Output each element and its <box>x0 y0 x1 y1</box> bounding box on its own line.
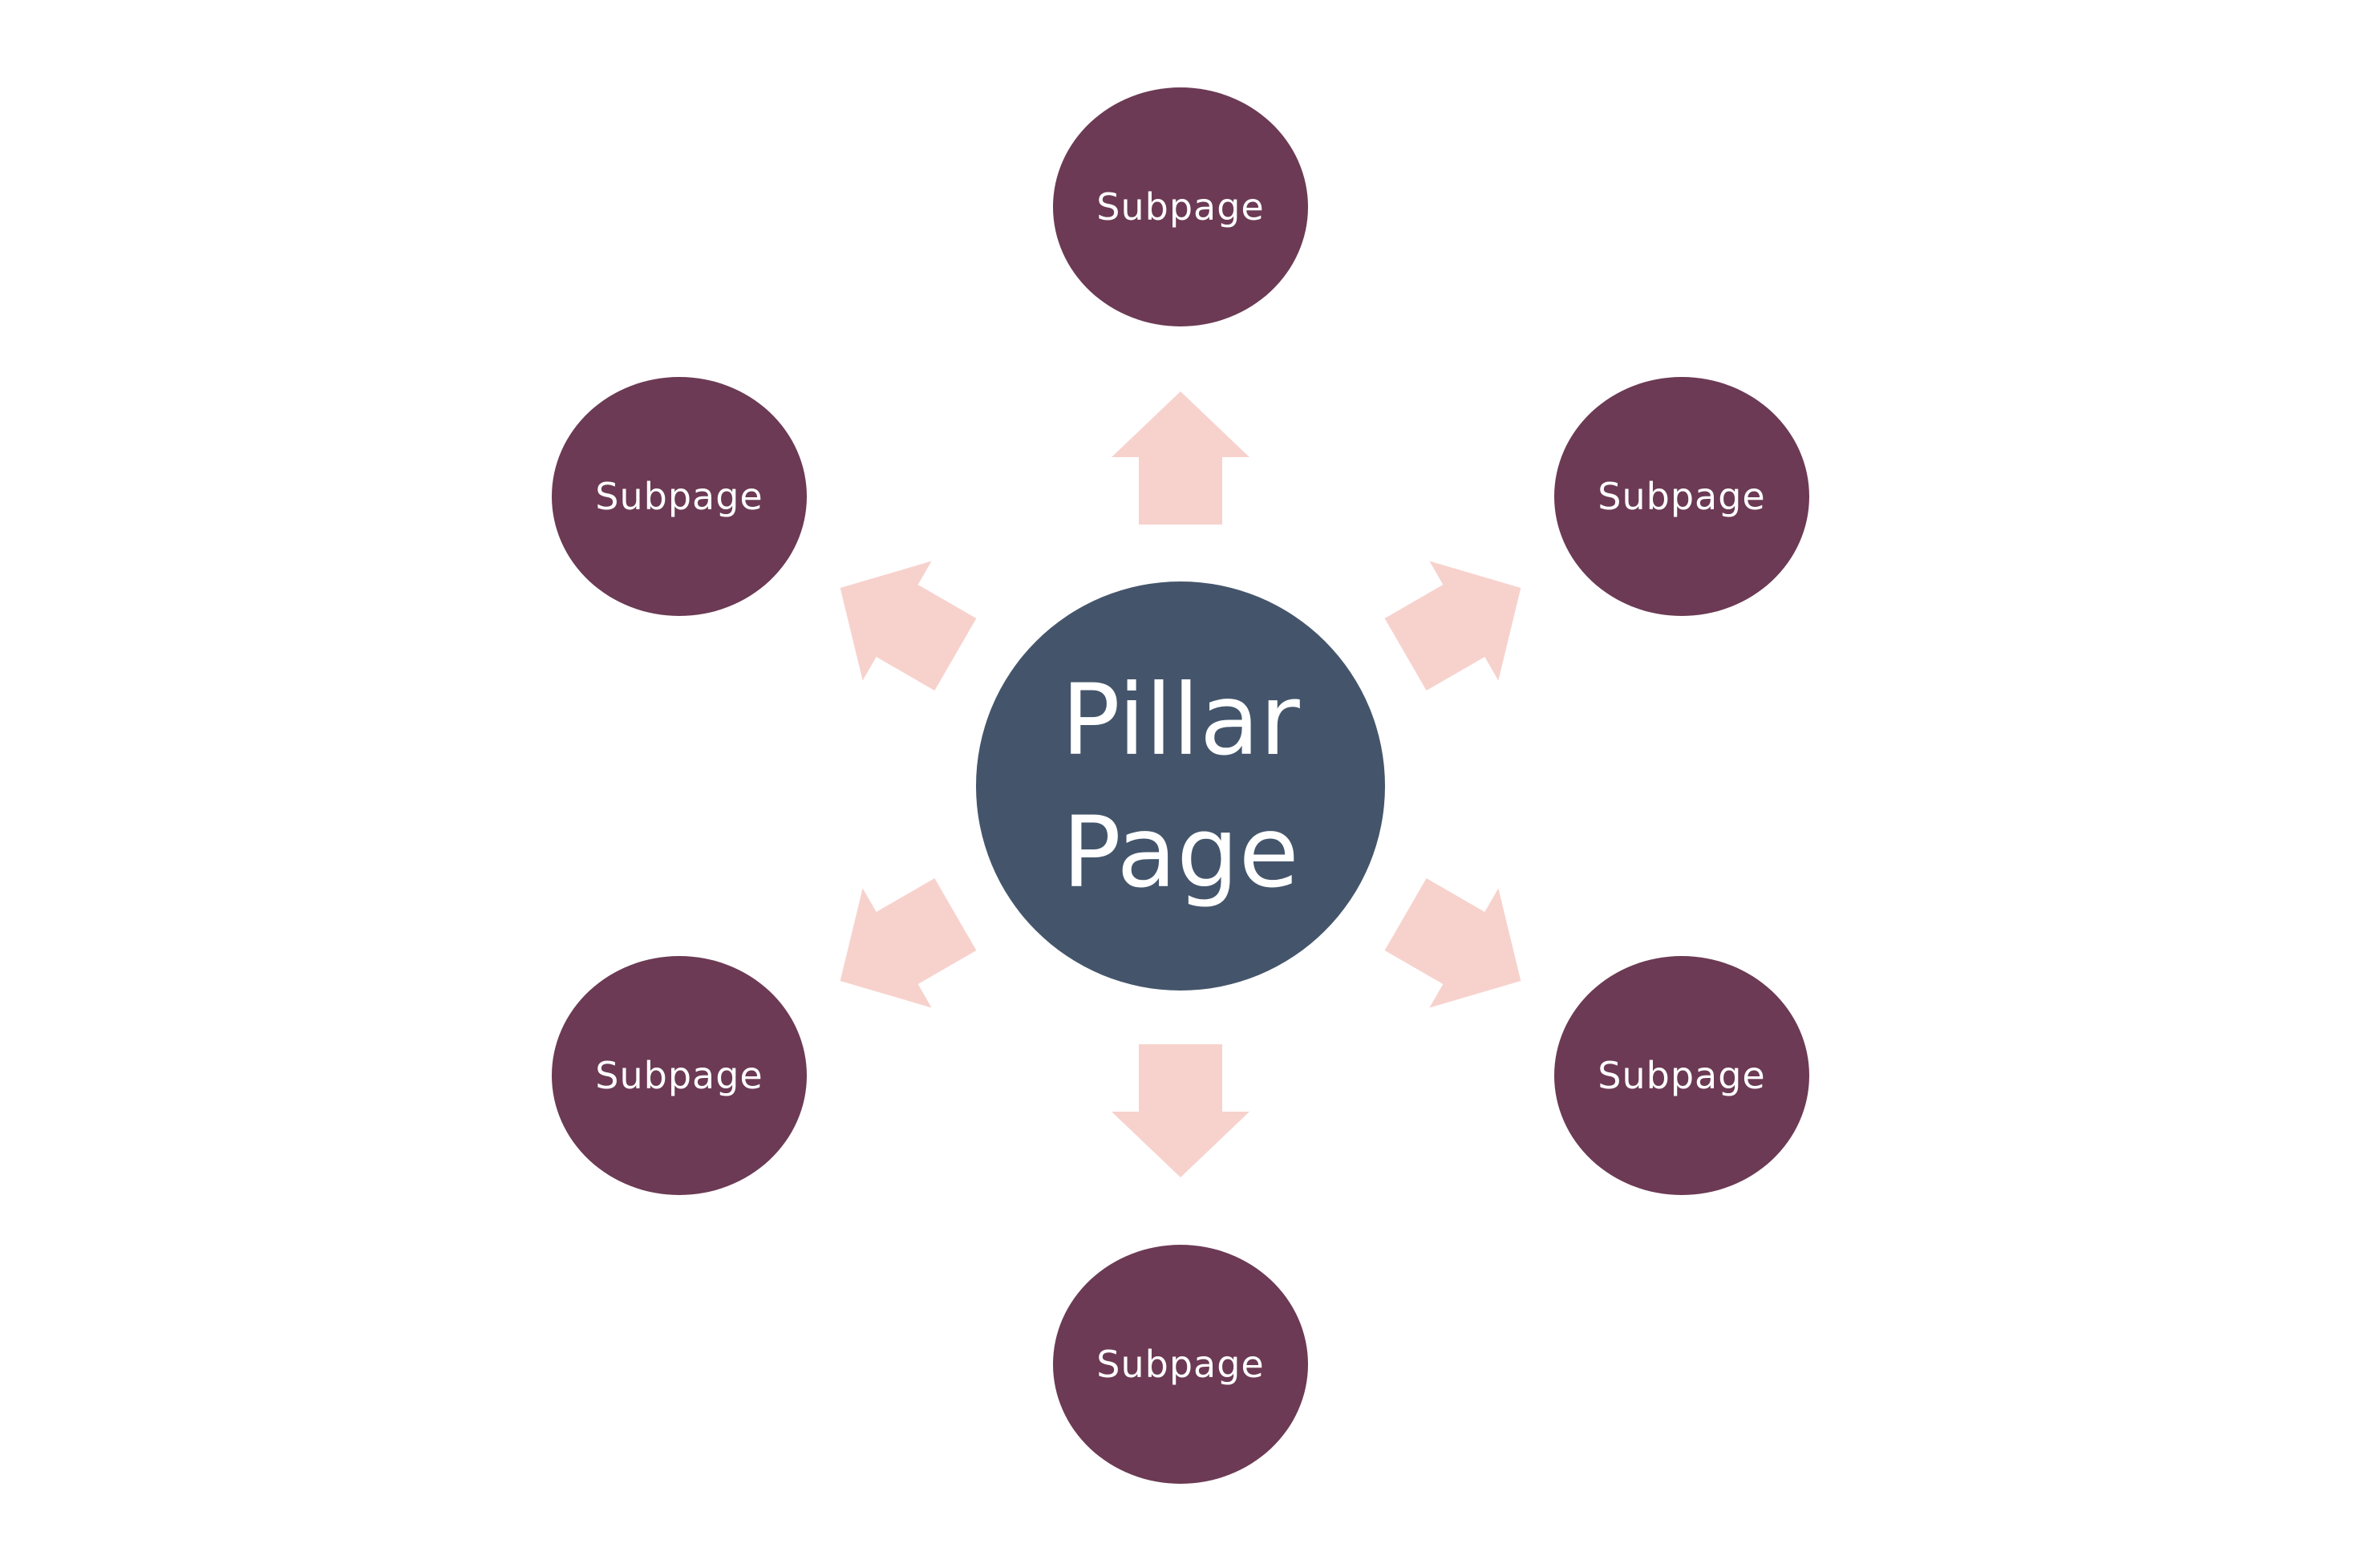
pillar-node: Pillar Page <box>976 581 1385 991</box>
subpage-ellipse <box>1053 87 1308 326</box>
subpage-label: Subpage <box>1598 475 1765 518</box>
subpage-label: Subpage <box>1598 1054 1765 1097</box>
subpage-node-bottom-left: Subpage <box>552 956 807 1195</box>
arrow-down-left-icon <box>840 877 977 1008</box>
subpage-label: Subpage <box>595 475 763 518</box>
arrows <box>840 391 1521 1177</box>
subpage-node-top-right: Subpage <box>1554 377 1809 616</box>
subpage-node-bottom-right: Subpage <box>1554 956 1809 1195</box>
subpage-ellipse <box>552 956 807 1195</box>
subpage-node-top-left: Subpage <box>552 377 807 616</box>
pillar-label-line1: Pillar <box>1061 663 1300 777</box>
subpage-label: Subpage <box>595 1054 763 1097</box>
subpage-node-top: Subpage <box>1053 87 1308 326</box>
subpage-ellipse <box>1554 377 1809 616</box>
pillar-label-line2: Page <box>1062 796 1298 910</box>
arrow-up-right-icon <box>1384 561 1521 691</box>
pillar-circle <box>976 581 1385 991</box>
subpage-label: Subpage <box>1096 1343 1264 1386</box>
subpage-ellipse <box>1053 1245 1308 1484</box>
arrow-down-icon <box>1112 1044 1249 1177</box>
arrow-up-icon <box>1112 391 1249 525</box>
subpage-label: Subpage <box>1096 185 1264 229</box>
subpage-node-bottom: Subpage <box>1053 1245 1308 1484</box>
arrow-down-right-icon <box>1384 877 1521 1008</box>
arrow-up-left-icon <box>840 561 977 691</box>
subpage-ellipse <box>552 377 807 616</box>
subpage-ellipse <box>1554 956 1809 1195</box>
